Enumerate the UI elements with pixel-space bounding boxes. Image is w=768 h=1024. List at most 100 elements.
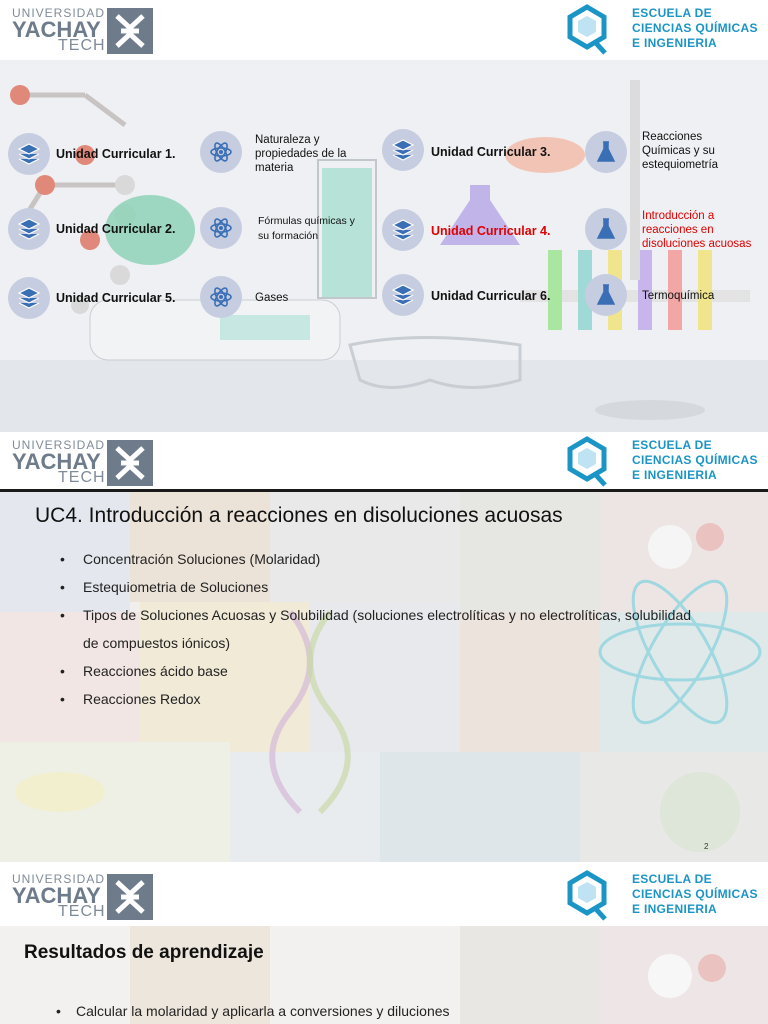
university-small-text: UNIVERSIDAD (12, 6, 106, 20)
unit-5-topic: Gases (255, 291, 288, 305)
topic-line: reacciones en (642, 224, 714, 236)
list-item: • Tipos de Soluciones Acuosas y Solubilid… (60, 601, 700, 657)
school-name-line1: ESCUELA DE (632, 6, 712, 20)
slide-header: UNIVERSIDAD YACHAY TECH ESCUELA DE CIENC… (0, 432, 768, 492)
bullet-marker: • (60, 663, 65, 679)
list-item-text: Reacciones Redox (83, 691, 201, 707)
stack-icon (391, 139, 415, 161)
page-number: 2 (704, 842, 709, 851)
school-name-line3: E INGENIERIA (632, 902, 717, 916)
bullet-marker: • (60, 607, 65, 623)
university-tech-text: TECH (58, 37, 106, 54)
topic-line: Gases (255, 292, 289, 304)
unit-6-topic: Termoquímica (642, 289, 714, 303)
unit-4-label[interactable]: Unidad Curricular 4. (431, 224, 551, 238)
stack-icon (391, 284, 415, 306)
topic-2-icon (200, 207, 242, 249)
atom-icon (210, 142, 232, 162)
unit-6-label[interactable]: Unidad Curricular 6. (431, 289, 551, 303)
topic-line: disoluciones acuosas (642, 238, 752, 250)
unit-4-topic: Introducción a reacciones en disolucione… (642, 209, 751, 251)
list-item: • Concentración Soluciones (Molaridad) (60, 545, 700, 573)
school-logo (567, 436, 607, 487)
school-name-line1: ESCUELA DE (632, 872, 712, 886)
unit-1-icon[interactable] (8, 133, 50, 175)
unit-6-icon[interactable] (382, 274, 424, 316)
topic-line: Introducción a (642, 210, 715, 222)
school-logo (567, 870, 607, 921)
topic-line: Fórmulas químicas y (258, 215, 355, 227)
stack-icon (17, 287, 41, 309)
unit-2-icon[interactable] (8, 208, 50, 250)
topic-5-icon (200, 276, 242, 318)
unit-5-label[interactable]: Unidad Curricular 5. (56, 291, 176, 305)
topic-line: propiedades de la (255, 148, 347, 160)
unit-2-topic: Fórmulas químicas y su formación (258, 214, 355, 244)
stack-icon (391, 219, 415, 241)
science-collage-background (0, 926, 768, 1024)
bullet-marker: • (60, 579, 65, 595)
list-item: • Estequiometria de Soluciones (60, 573, 700, 601)
list-item-text: Reacciones ácido base (83, 663, 228, 679)
university-name: YACHAY (12, 17, 101, 42)
school-name: ESCUELA DE CIENCIAS QUÍMICAS E INGENIERI… (632, 872, 758, 917)
school-name: ESCUELA DE CIENCIAS QUÍMICAS E INGENIERI… (632, 6, 758, 51)
school-name-line2: CIENCIAS QUÍMICAS (632, 21, 758, 35)
slide-learning-outcomes: UNIVERSIDAD YACHAY TECH ESCUELA DE CIENC… (0, 866, 768, 1024)
unit-1-label[interactable]: Unidad Curricular 1. (56, 147, 176, 161)
unit-3-icon[interactable] (382, 129, 424, 171)
list-item-text: Concentración Soluciones (Molaridad) (83, 551, 321, 567)
unit-5-icon[interactable] (8, 277, 50, 319)
atom-icon (210, 218, 232, 238)
slide-header: UNIVERSIDAD YACHAY TECH ESCUELA DE CIENC… (0, 866, 768, 926)
unit-3-label[interactable]: Unidad Curricular 3. (431, 145, 551, 159)
topic-line: su formación (258, 230, 319, 242)
topic-line: materia (255, 162, 294, 174)
topic-1-icon (200, 131, 242, 173)
slide-title: Resultados de aprendizaje (24, 942, 264, 963)
topic-line: Químicas y su (642, 145, 715, 157)
topic-6-icon (585, 274, 627, 316)
yachay-logo (107, 440, 153, 486)
topic-line: Reacciones (642, 131, 703, 143)
bullet-marker: • (56, 1003, 61, 1019)
university-name: YACHAY (12, 883, 101, 908)
stack-icon (17, 143, 41, 165)
university-tech-text: TECH (58, 903, 106, 920)
list-item-text: Calcular la molaridad y aplicarla a conv… (76, 1003, 450, 1019)
flask-icon (596, 218, 616, 239)
school-name-line2: CIENCIAS QUÍMICAS (632, 453, 758, 467)
university-tech-text: TECH (58, 469, 106, 486)
header-divider (0, 489, 768, 492)
list-item: • Calcular la molaridad y aplicarla a con… (56, 1000, 450, 1022)
flask-icon (596, 141, 616, 162)
list-item: • Reacciones ácido base (60, 657, 700, 685)
topic-4-icon (585, 208, 627, 250)
topic-line: estequiometría (642, 159, 719, 171)
university-small-text: UNIVERSIDAD (12, 438, 106, 452)
yachay-logo (107, 874, 153, 920)
outcomes-list: • Calcular la molaridad y aplicarla a con… (56, 1000, 450, 1022)
flask-icon (596, 284, 616, 305)
slide-title: UC4. Introducción a reacciones en disolu… (35, 504, 563, 527)
unit-1-topic: Naturaleza y propiedades de la materia (255, 133, 346, 175)
topics-list: • Concentración Soluciones (Molaridad) • E… (60, 545, 700, 713)
yachay-logo (107, 8, 153, 54)
school-name: ESCUELA DE CIENCIAS QUÍMICAS E INGENIERI… (632, 438, 758, 483)
topic-line: Naturaleza y (255, 134, 320, 146)
university-name: YACHAY (12, 449, 101, 474)
slide-course-overview: UNIVERSIDAD YACHAY TECH ESCUELA DE CIENC… (0, 0, 768, 432)
unit-4-icon[interactable] (382, 209, 424, 251)
slide-header: UNIVERSIDAD YACHAY TECH ESCUELA DE CIENC… (0, 0, 768, 60)
unit-2-label[interactable]: Unidad Curricular 2. (56, 222, 176, 236)
school-name-line3: E INGENIERIA (632, 468, 717, 482)
school-name-line3: E INGENIERIA (632, 36, 717, 50)
lab-background-illustration (0, 60, 768, 432)
bullet-marker: • (60, 551, 65, 567)
unit-3-topic: Reacciones Químicas y su estequiometría (642, 130, 718, 172)
university-small-text: UNIVERSIDAD (12, 872, 106, 886)
list-item-text: Tipos de Soluciones Acuosas y Solubilida… (83, 607, 692, 651)
list-item-text: Estequiometria de Soluciones (83, 579, 269, 595)
topic-line: Termoquímica (642, 290, 715, 302)
topic-3-icon (585, 131, 627, 173)
